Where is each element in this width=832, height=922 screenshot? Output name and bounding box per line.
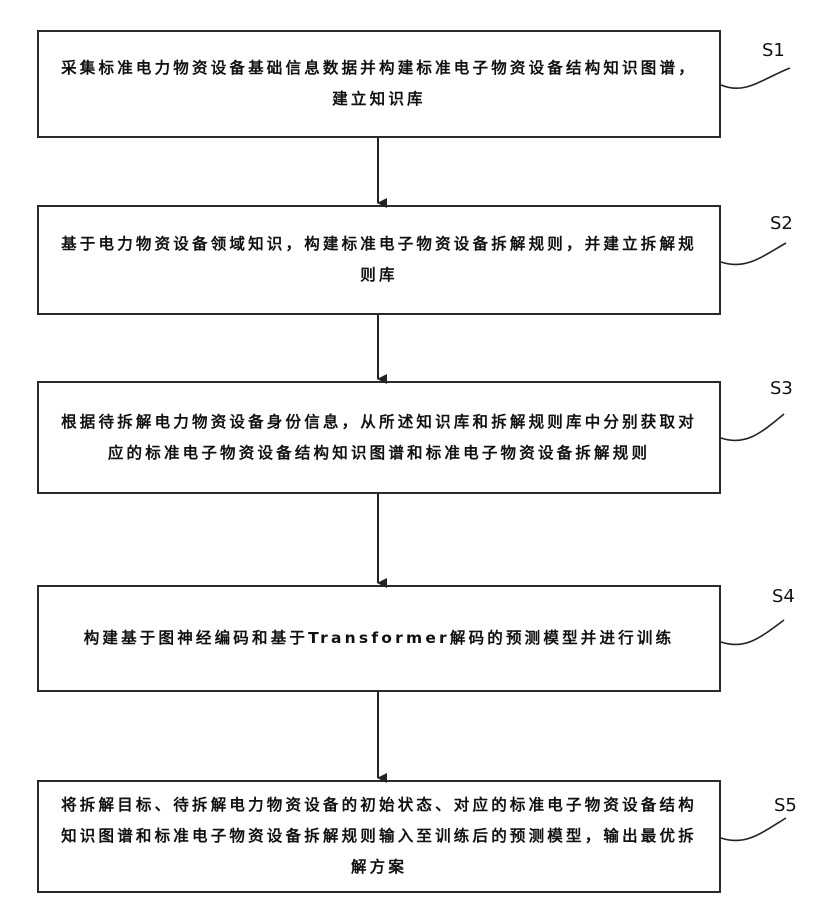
step-label-s3: S3 xyxy=(770,378,793,399)
leader-s5 xyxy=(721,818,786,841)
leader-s1 xyxy=(721,68,790,88)
step-label-s5: S5 xyxy=(774,795,797,816)
step-label-s1: S1 xyxy=(762,40,785,61)
leader-s3 xyxy=(721,414,784,441)
leader-s2 xyxy=(721,243,786,265)
step-label-s4: S4 xyxy=(772,586,795,607)
leader-s4 xyxy=(721,620,784,645)
step-label-s2: S2 xyxy=(770,213,793,234)
